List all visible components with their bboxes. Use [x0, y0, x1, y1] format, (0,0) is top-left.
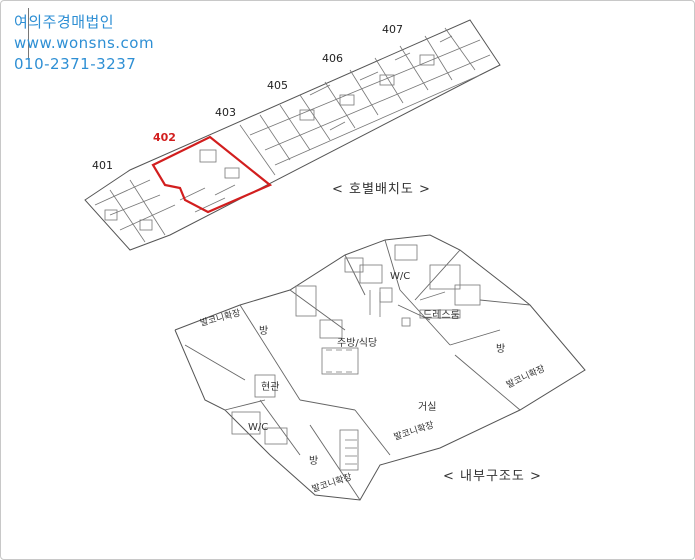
watermark-phone: 010-2371-3237	[14, 55, 137, 73]
watermark-divider	[28, 8, 29, 60]
room-wc-top: W/C	[390, 271, 410, 282]
floor-plan	[174, 234, 586, 501]
room-kitchen: 주방/식당	[337, 337, 377, 349]
room-balcony-top-left: 발코니확장	[199, 307, 242, 329]
site-plan	[84, 19, 501, 251]
watermark-company: 여의주경매법인	[14, 13, 115, 31]
watermark: 여의주경매법인 www.wonsns.com 010-2371-3237	[14, 12, 154, 75]
room-wc-bottom: W/C	[248, 422, 268, 433]
outer-wall	[174, 234, 586, 501]
unit-label-407: 407	[382, 23, 403, 36]
room-entrance: 현관	[261, 381, 279, 393]
room-balcony-bottom: 발코니확장	[310, 471, 353, 495]
room-living: 거실	[418, 401, 436, 413]
room-dress-room: 드레스룸	[423, 309, 460, 321]
site-plan-caption: < 호별배치도 >	[332, 182, 431, 197]
room-left: 방	[259, 325, 268, 337]
floor-plan-caption: < 내부구조도 >	[443, 469, 542, 484]
room-right: 방	[496, 343, 505, 355]
building-outline	[84, 19, 501, 251]
unit-label-405: 405	[267, 79, 288, 92]
watermark-website: www.wonsns.com	[14, 34, 155, 52]
selected-unit-highlight	[151, 135, 273, 214]
fixtures	[231, 244, 481, 471]
unit-label-402: 402	[153, 131, 176, 144]
unit-label-406: 406	[322, 52, 343, 65]
unit-label-401: 401	[92, 159, 113, 172]
building-walls	[94, 27, 491, 243]
room-bottom: 방	[309, 455, 318, 467]
room-balcony-right: 발코니확장	[504, 362, 547, 390]
room-balcony-bottom-center: 발코니확장	[392, 419, 435, 443]
interior-walls	[184, 239, 531, 501]
unit-label-403: 403	[215, 106, 236, 119]
